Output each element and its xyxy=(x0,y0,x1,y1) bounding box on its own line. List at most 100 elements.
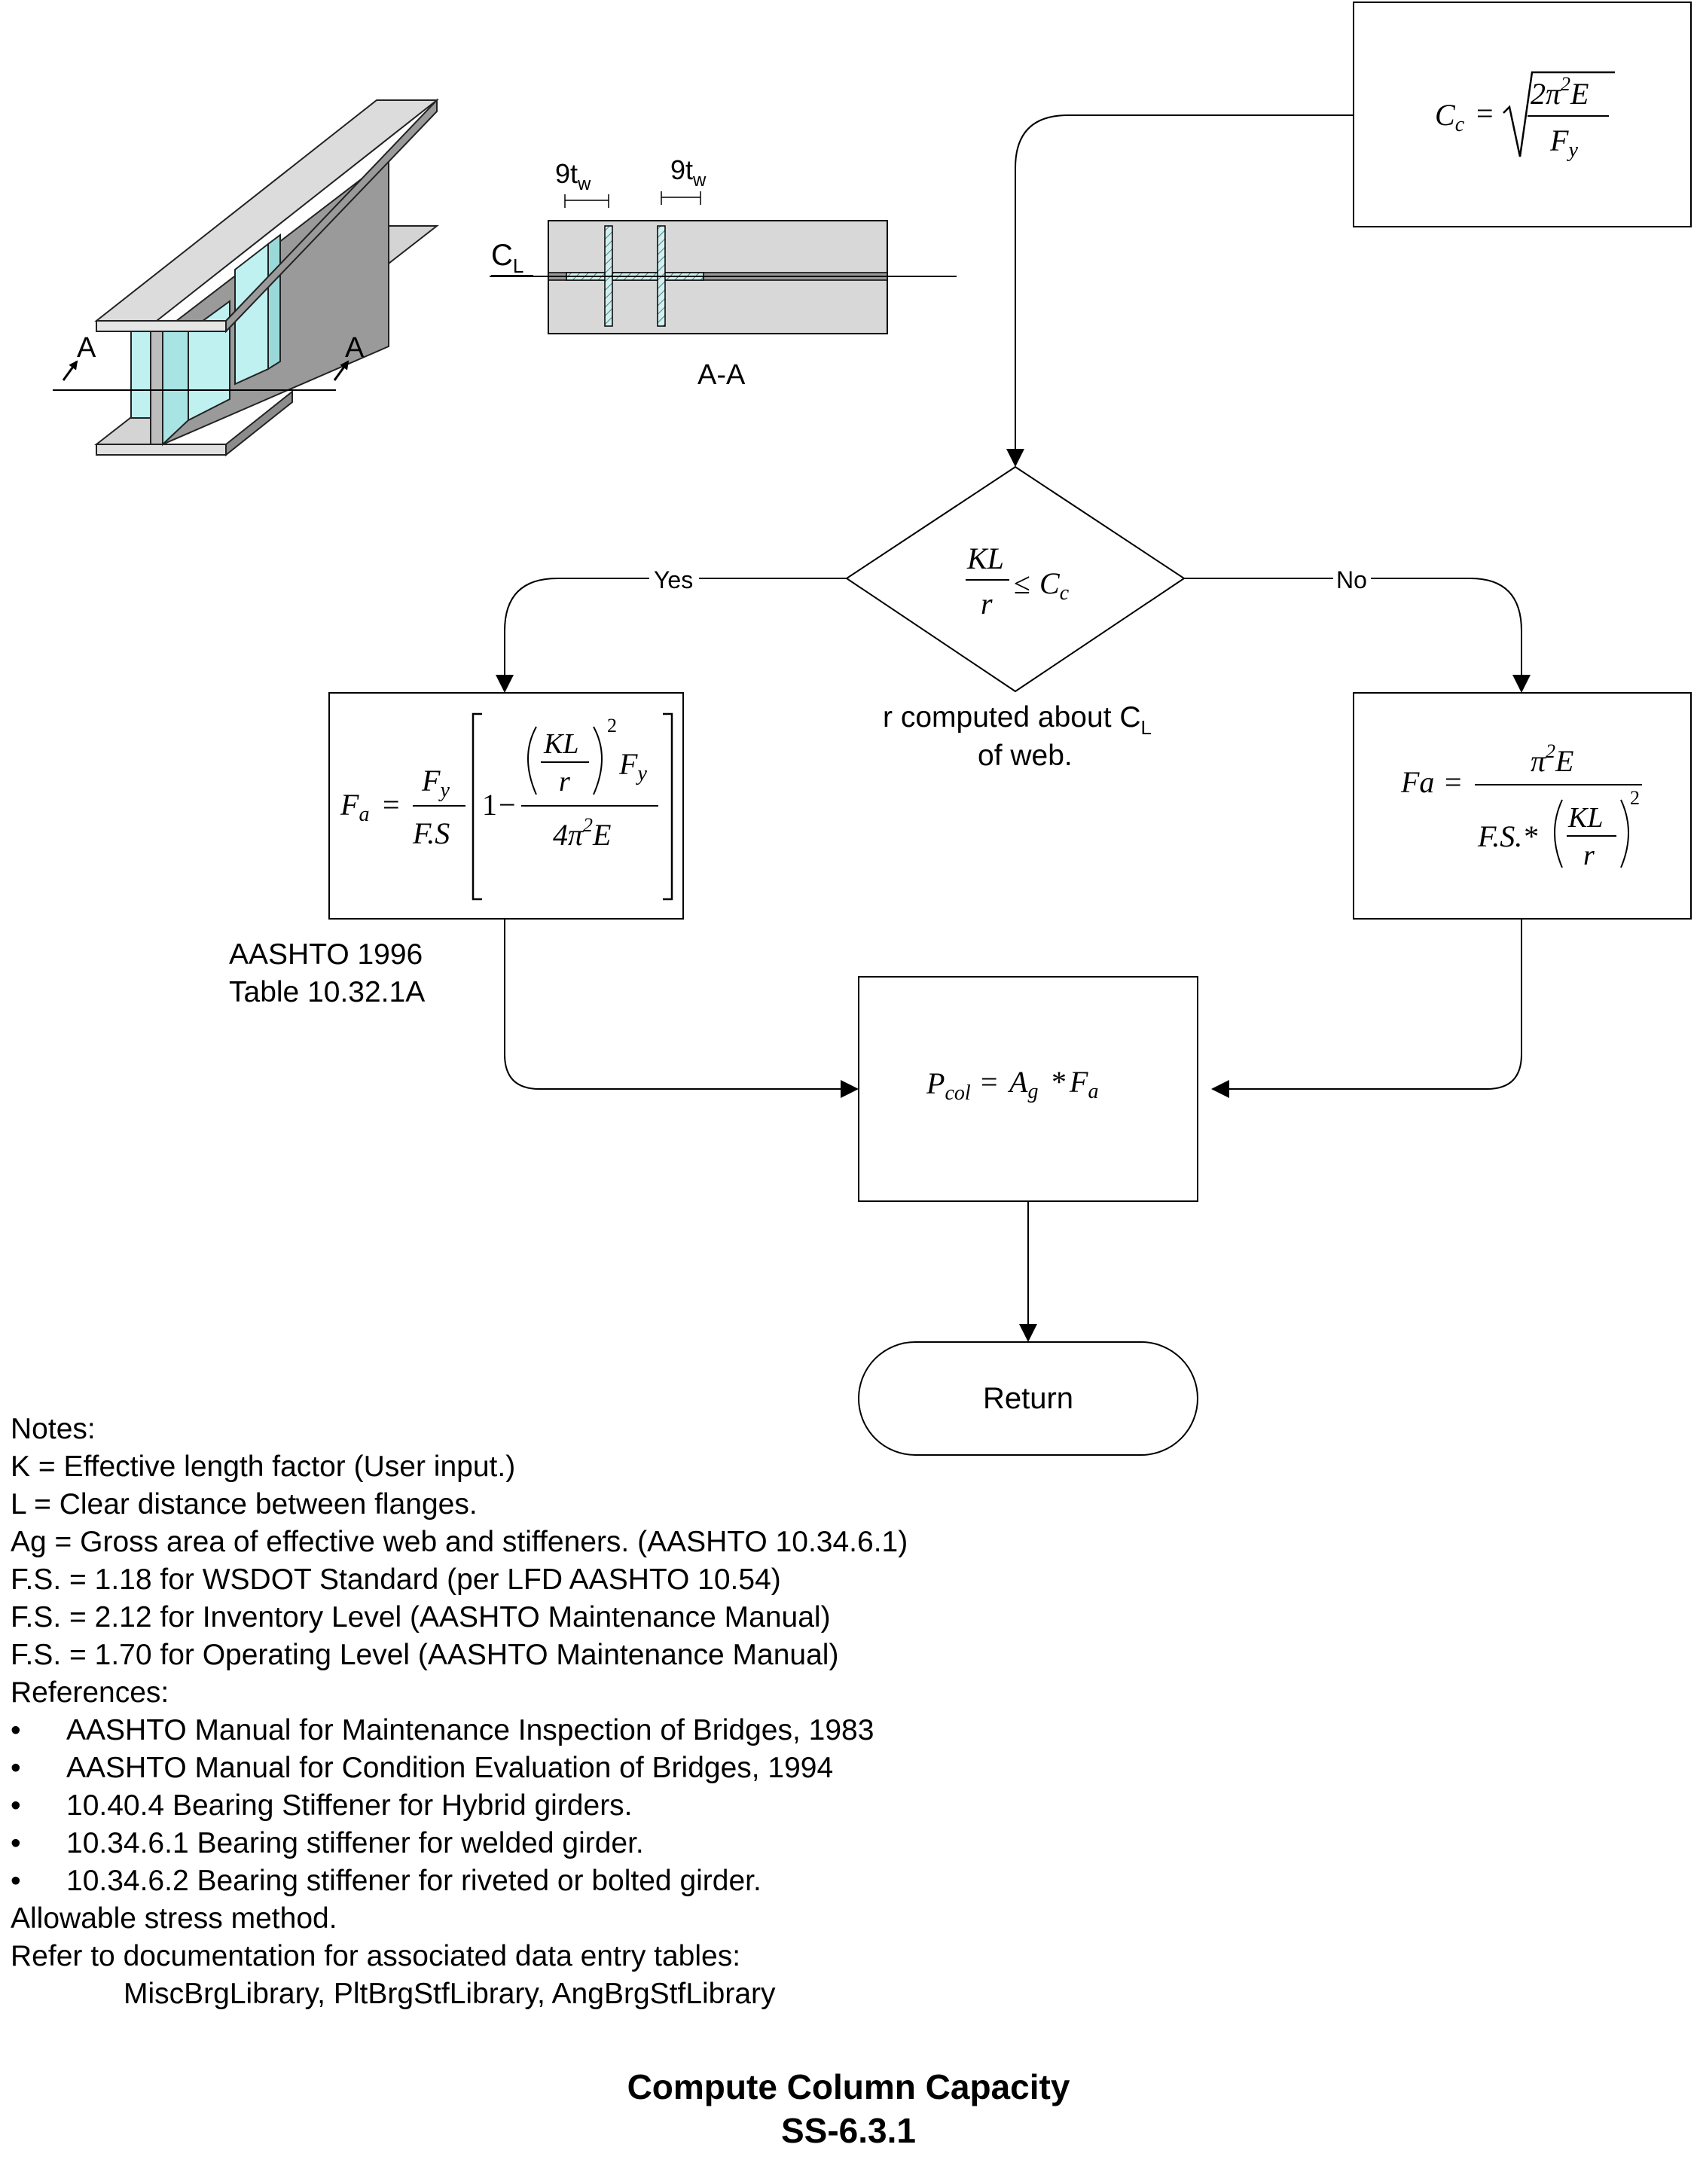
fa-right-fs: F.S.* xyxy=(1477,819,1537,853)
yes-label: Yes xyxy=(654,566,693,593)
fa-left-lhs: Fa xyxy=(340,788,369,826)
dim-right-label: 9tw xyxy=(670,154,707,191)
bullet: • xyxy=(11,1752,21,1784)
section-label-right: A xyxy=(345,332,365,364)
fa-left-inner-kl: KL xyxy=(543,728,578,760)
reference-item: •10.34.6.1 Bearing stiffener for welded … xyxy=(11,1825,1065,1862)
section-arrow-right xyxy=(333,360,349,381)
return-label: Return xyxy=(983,1382,1073,1415)
top-flange-side-face xyxy=(225,98,438,334)
section-caption: A-A xyxy=(697,359,746,391)
top-flange-front-face xyxy=(96,320,227,332)
reference-item: • AASHTO Manual for Condition Evaluation … xyxy=(11,1749,1065,1787)
fa-left-inner-sup: 2 xyxy=(607,715,617,737)
method-note: Allowable stress method. xyxy=(11,1902,337,1935)
cc-numerator: 2π2E xyxy=(1531,73,1589,111)
centerline-label: CL xyxy=(491,239,523,277)
reference-text: 10.34.6.2 Bearing stiffener for riveted … xyxy=(66,1865,762,1897)
notes-heading: Notes: xyxy=(11,1413,96,1445)
decision-kl: KL xyxy=(966,541,1004,575)
no-label-bg xyxy=(1333,563,1371,592)
fa-right-equals: = xyxy=(1445,765,1462,799)
fa-left-fs: F.S xyxy=(412,816,450,850)
fa-right-lhs: Fa xyxy=(1400,765,1434,799)
bullet: • xyxy=(11,1714,21,1746)
cc-lhs: Cc xyxy=(1435,98,1465,136)
note-line: F.S. = 2.12 for Inventory Level (AASHTO … xyxy=(11,1601,831,1633)
fa-left-fy: Fy xyxy=(421,764,450,802)
reference-text: 10.34.6.1 Bearing stiffener for welded g… xyxy=(66,1827,644,1859)
no-label: No xyxy=(1336,566,1367,593)
return-terminator: Return xyxy=(858,1341,1198,1456)
reference-item: • 10.34.6.2 Bearing stiffener for riveted… xyxy=(11,1862,1065,1900)
fa-left-reference-1: AASHTO 1996 xyxy=(229,938,423,971)
page-code: SS-6.3.1 xyxy=(781,2111,916,2150)
note-line: F.S. = 1.70 for Operating Level (AASHTO … xyxy=(11,1639,839,1671)
decision-rhs: Cc xyxy=(1039,566,1070,605)
pcol-formula-box: Pcol = Ag * Fa xyxy=(858,976,1198,1202)
note-line: K = Effective length factor (User input.… xyxy=(11,1450,516,1483)
pcol-lhs: Pcol xyxy=(926,1066,971,1105)
connector-cc-to-decision xyxy=(1006,114,1354,467)
fa-left-inner-fy: Fy xyxy=(618,747,647,785)
cc-equals: = xyxy=(1476,96,1494,130)
decision-rel: ≤ xyxy=(1014,566,1030,600)
decision-r: r xyxy=(981,587,993,621)
note-line: Ag = Gross area of effective web and sti… xyxy=(11,1526,908,1558)
connector-right-to-pcol xyxy=(1211,919,1522,1098)
reference-text: AASHTO Manual for Maintenance Inspection… xyxy=(66,1714,874,1746)
decision-diamond: KL r ≤ Cc xyxy=(845,465,1186,693)
bottom-flange-front-face xyxy=(96,444,227,456)
note-line: F.S. = 1.18 for WSDOT Standard (per LFD … xyxy=(11,1563,781,1596)
connector-yes xyxy=(496,578,847,693)
pcol-equals: = xyxy=(981,1065,998,1099)
section-arrow-left xyxy=(62,360,78,381)
connector-left-to-pcol xyxy=(504,919,859,1098)
bullet: • xyxy=(11,1789,21,1822)
yes-label-bg xyxy=(649,563,699,592)
decision-note-line1: r computed about CL xyxy=(883,701,1152,739)
bullet: • xyxy=(11,1865,21,1897)
reference-item: • AASHTO Manual for Maintenance Inspectio… xyxy=(11,1712,1065,1749)
fa-left-paren-open xyxy=(527,726,537,795)
cc-sqrt-sign xyxy=(1503,71,1615,157)
page-title: Compute Column Capacity xyxy=(627,2067,1070,2106)
section-a-a-illustration: 9tw 9tw CL A-A xyxy=(490,154,957,391)
fa-left-minus: − xyxy=(499,788,516,822)
pcol-ag: Ag xyxy=(1007,1065,1038,1103)
fa-left-big-den: 4π2E xyxy=(553,814,611,852)
fa-right-paren-close xyxy=(1620,799,1629,868)
connector-no xyxy=(1184,578,1531,693)
section-label-left: A xyxy=(77,332,96,364)
note-line: L = Clear distance between flanges. xyxy=(11,1488,478,1521)
reference-text: AASHTO Manual for Condition Evaluation o… xyxy=(66,1752,834,1784)
fa-left-one: 1 xyxy=(482,788,497,822)
rear-stiffener-edge xyxy=(267,233,281,371)
bottom-flange-side-face xyxy=(225,389,293,457)
fa-right-inner-kl: KL xyxy=(1567,802,1603,834)
decision-note-line2: of web. xyxy=(978,740,1073,772)
fa-left-paren-close xyxy=(593,726,603,795)
reference-item: • 10.40.4 Bearing Stiffener for Hybrid gi… xyxy=(11,1787,1065,1825)
pcol-fa: Fa xyxy=(1069,1065,1098,1103)
fa-left-bracket-open xyxy=(472,712,482,901)
web-front-face xyxy=(150,331,163,445)
cc-denominator: Fy xyxy=(1549,124,1578,162)
pcol-op: * xyxy=(1051,1065,1067,1099)
notes-section: Notes: K = Effective length factor (User… xyxy=(11,1411,1065,2013)
girder-isometric-illustration: A A xyxy=(53,98,439,457)
references-heading: References: xyxy=(11,1676,169,1709)
dim-left-label: 9tw xyxy=(555,158,591,194)
fa-right-inner-r: r xyxy=(1583,840,1595,871)
front-stiffener-left xyxy=(130,331,151,419)
fa-left-bracket-close xyxy=(663,712,673,901)
fa-right-formula-box: Fa = π2E F.S.* KL r 2 xyxy=(1353,692,1692,920)
fa-left-formula-box: Fa = Fy F.S 1 − KL r 2 Fy 4π2E xyxy=(328,692,684,920)
fa-left-equals: = xyxy=(383,788,400,822)
reference-text: 10.40.4 Bearing Stiffener for Hybrid gir… xyxy=(66,1789,633,1822)
fa-left-inner-r: r xyxy=(559,766,570,798)
fa-right-numerator: π2E xyxy=(1531,740,1573,778)
refer-note: Refer to documentation for associated da… xyxy=(11,1940,741,1972)
page-footer: Compute Column Capacity SS-6.3.1 xyxy=(0,2065,1697,2152)
